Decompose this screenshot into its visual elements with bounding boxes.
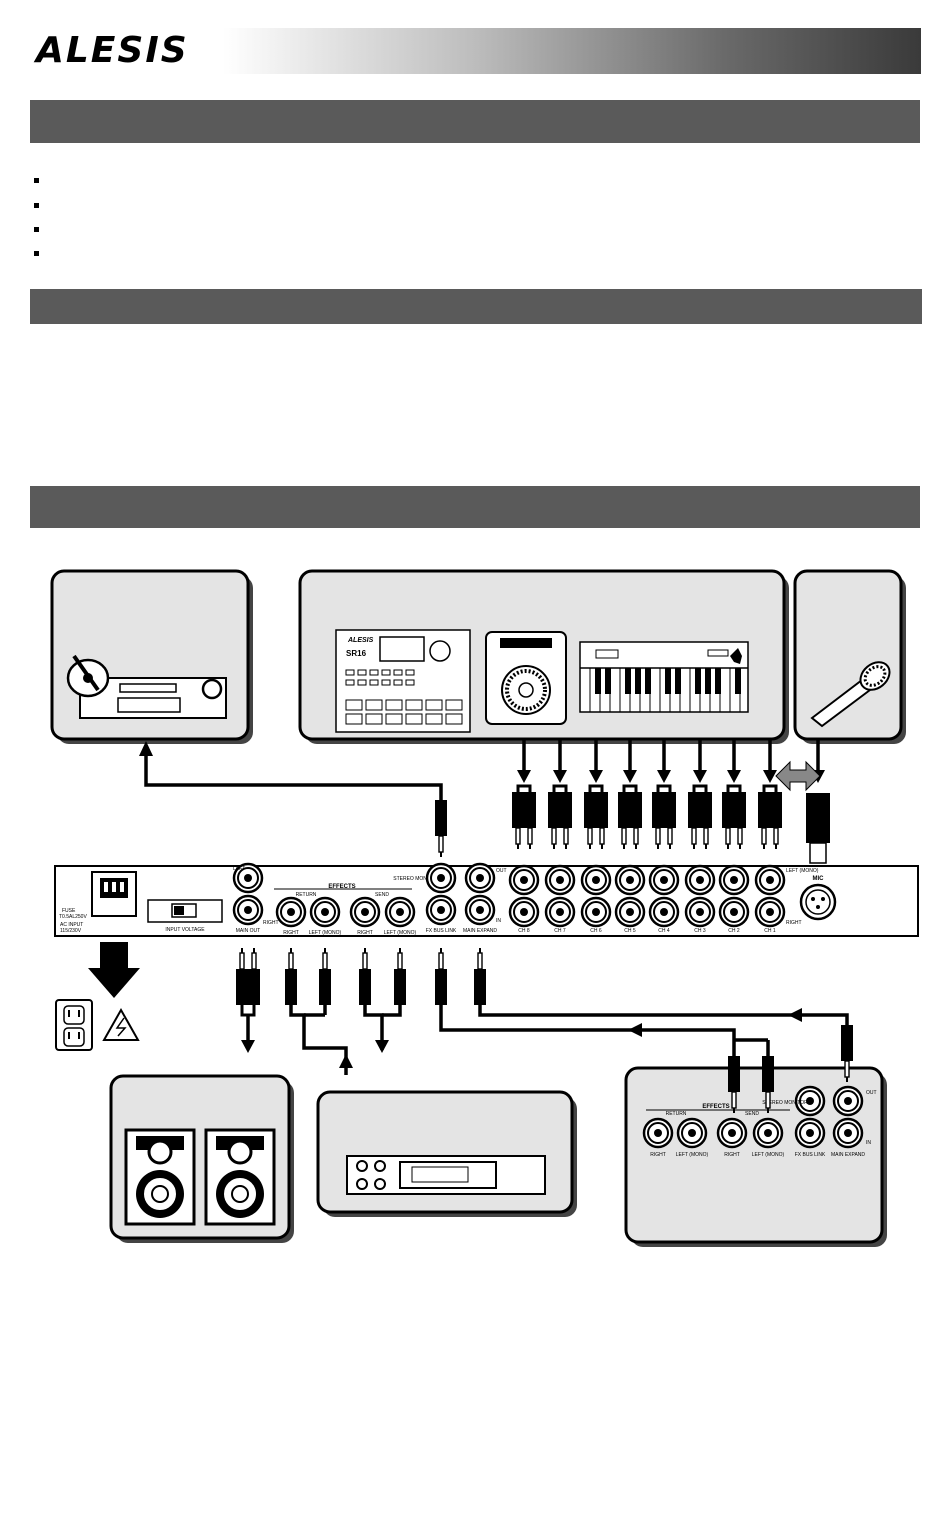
ch1-right-label: RIGHT	[786, 920, 802, 926]
stereo-monitor-label: STEREO MONITOR	[393, 876, 439, 882]
double-arrow	[775, 760, 821, 792]
main-out-left-label: LEFT	[233, 866, 245, 872]
cables	[144, 740, 849, 1075]
brand-bar: ALESIS	[26, 28, 921, 74]
bullet-marker	[34, 178, 39, 183]
channel-label: CH 5	[624, 928, 636, 934]
fuse-label: FUSE	[62, 908, 76, 914]
m2-right-label: RIGHT	[650, 1152, 666, 1158]
channel-label: CH 8	[518, 928, 530, 934]
return-left-mono-label: LEFT (MONO)	[309, 930, 342, 936]
send-label: SEND	[375, 892, 389, 898]
m2-out-label: OUT	[866, 1090, 877, 1096]
bullet-marker	[34, 251, 39, 256]
m2-left-mono-label: LEFT (MONO)	[676, 1152, 709, 1158]
ac-voltage: 115/230V	[60, 928, 82, 934]
mic-label: MIC	[813, 876, 825, 882]
alesis-logo: ALESIS	[36, 30, 189, 71]
power-arrow	[88, 942, 140, 998]
return-right-label: RIGHT	[283, 930, 299, 936]
effects-processor-box	[316, 1090, 577, 1217]
fx-bus-link-label: FX BUS LINK	[426, 928, 457, 934]
speakers-box	[109, 1074, 294, 1243]
m2-effects-label: EFFECTS	[702, 1104, 729, 1110]
channel-label: CH 4	[658, 928, 670, 934]
m2-send-label: SEND	[745, 1111, 759, 1117]
drum-machine-model: SR16	[346, 649, 367, 658]
m2-left-mono2-label: LEFT (MONO)	[752, 1152, 785, 1158]
plug-bridges	[240, 784, 778, 1017]
out-label: OUT	[496, 868, 507, 874]
instruments-box: ALESIS SR16	[298, 569, 789, 744]
second-mixer-box: EFFECTS RETURN SEND RIGHT LEFT (MONO) RI…	[624, 1066, 887, 1247]
m2-in-label: IN	[866, 1140, 871, 1146]
m2-main-expand-label: MAIN EXPAND	[831, 1152, 865, 1158]
mixer-rear-panel: FUSE T0.5AL250V AC INPUT 115/230V INPUT …	[54, 862, 919, 937]
microphone-box	[793, 569, 906, 744]
m2-fx-bus-link-label: FX BUS LINK	[795, 1152, 826, 1158]
m2-stereo-monitor-label: STEREO MONITOR	[762, 1100, 808, 1106]
section-header-1	[30, 100, 920, 143]
drum-machine-logo: ALESIS	[347, 637, 374, 644]
in-label: IN	[496, 918, 501, 924]
bullet-marker	[34, 203, 39, 208]
main-out-label: MAIN OUT	[236, 928, 260, 934]
channel-label: CH 3	[694, 928, 706, 934]
send-right-label: RIGHT	[357, 930, 373, 936]
channel-label: CH 1	[764, 928, 776, 934]
cd-player-box	[50, 569, 253, 744]
effects-label: EFFECTS	[328, 884, 355, 890]
fuse-rating: T0.5AL250V	[59, 914, 87, 920]
m2-right2-label: RIGHT	[724, 1152, 740, 1158]
return-label: RETURN	[296, 892, 317, 898]
bullet-marker	[34, 227, 39, 232]
main-out-right-label: RIGHT	[263, 920, 279, 926]
channel-label: CH 6	[590, 928, 602, 934]
m2-return-label: RETURN	[666, 1111, 687, 1117]
input-voltage-label: INPUT VOLTAGE	[165, 927, 205, 933]
plugs	[235, 791, 854, 1114]
ac-input-label: AC INPUT	[60, 922, 83, 928]
main-expand-label: MAIN EXPAND	[463, 928, 497, 934]
section-header-3	[30, 486, 920, 528]
power-outlet-icon	[55, 999, 93, 1051]
send-left-mono-label: LEFT (MONO)	[384, 930, 417, 936]
ch1-left-mono-label: LEFT (MONO)	[786, 868, 819, 874]
section-header-2	[30, 289, 922, 324]
channel-label: CH 7	[554, 928, 566, 934]
warning-icon	[102, 1007, 140, 1041]
channel-label: CH 2	[728, 928, 740, 934]
